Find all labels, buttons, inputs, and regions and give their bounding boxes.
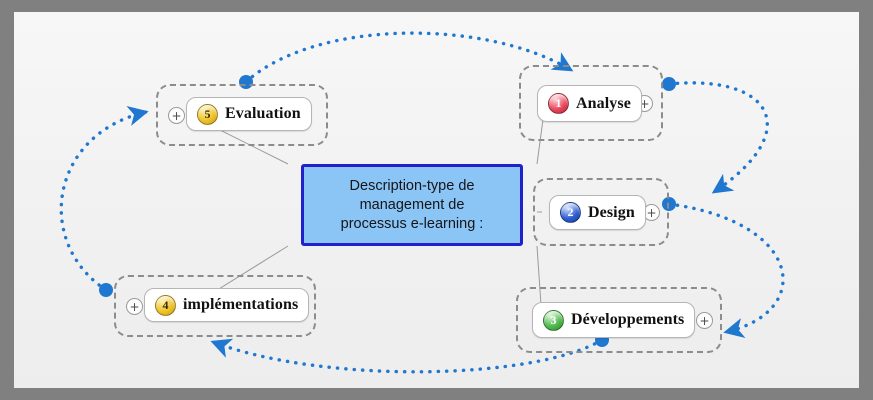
branch-analyse-box[interactable]: 1 Analyse xyxy=(537,85,642,122)
relation-dot-analyse xyxy=(662,77,676,91)
branch-design-label: Design xyxy=(588,203,635,221)
connector-layer xyxy=(59,31,785,374)
branch-implementations-outline xyxy=(114,275,316,337)
mindmap-canvas: Description-type de management de proces… xyxy=(14,12,859,388)
branch-developpements-expand-toggle[interactable]: + xyxy=(696,312,713,329)
branch-evaluation-outline xyxy=(156,84,328,146)
relation-arrows xyxy=(59,31,785,374)
central-topic-node[interactable]: Description-type de management de proces… xyxy=(301,164,523,246)
branch-analyse[interactable]: + 1 Analyse xyxy=(519,65,663,141)
branch-design-outline xyxy=(533,178,669,246)
branch-analyse-number-badge: 1 xyxy=(548,93,569,114)
branch-developpements-outline xyxy=(516,287,722,353)
branch-implementations-label: implémentations xyxy=(183,296,299,313)
branch-design-box[interactable]: 2 Design xyxy=(549,195,646,230)
branch-design[interactable]: + 2 Design xyxy=(533,178,669,246)
branch-evaluation-label: Evaluation xyxy=(225,105,301,122)
central-line-1: Description-type de xyxy=(349,177,475,194)
relation-implementations-to-evaluation xyxy=(59,106,149,292)
relation-dot-implementations xyxy=(99,283,113,297)
branch-developpements-box[interactable]: 3 Développements xyxy=(532,302,696,338)
branch-evaluation-box[interactable]: 5 Evaluation xyxy=(186,97,312,131)
branch-implementations-number-badge: 4 xyxy=(155,294,176,316)
central-line-2: management de xyxy=(359,196,465,213)
branch-developpements-label: Développements xyxy=(571,311,685,328)
central-line-3: processus e-learning : xyxy=(340,215,484,232)
branch-evaluation[interactable]: + 5 Evaluation xyxy=(156,84,328,146)
relation-dot-design xyxy=(662,197,676,211)
relation-developpements-to-implementations xyxy=(210,338,604,374)
branch-developpements-number-badge: 3 xyxy=(543,309,564,331)
branch-analyse-label: Analyse xyxy=(576,94,631,112)
branch-design-number-badge: 2 xyxy=(560,202,581,223)
relation-design-to-developpements xyxy=(667,202,785,339)
branch-developpements[interactable]: + 3 Développements xyxy=(516,287,722,353)
branch-implementations[interactable]: + 4 implémentations xyxy=(114,275,316,337)
branch-implementations-box[interactable]: 4 implémentations xyxy=(144,288,310,322)
branch-analyse-outline xyxy=(519,65,663,141)
relation-source-dots xyxy=(99,75,676,347)
central-topic-text: Description-type de management de proces… xyxy=(341,177,484,234)
central-topic-inner: Description-type de management de proces… xyxy=(307,170,517,240)
branch-evaluation-number-badge: 5 xyxy=(197,103,218,125)
branch-implementations-expand-toggle[interactable]: + xyxy=(126,298,143,315)
branch-evaluation-expand-toggle[interactable]: + xyxy=(168,107,185,124)
relation-analyse-to-design xyxy=(667,81,769,194)
